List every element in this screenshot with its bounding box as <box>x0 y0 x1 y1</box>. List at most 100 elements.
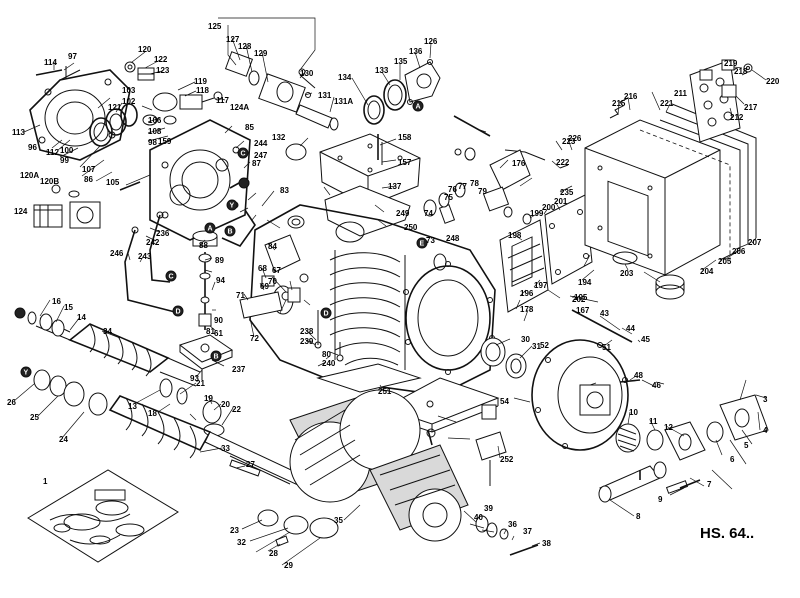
part-label: 54 <box>500 397 509 406</box>
part-label: 212 <box>730 113 744 122</box>
part-label: 200 <box>542 203 556 212</box>
part-label: 220 <box>766 77 780 86</box>
part-label: 106 <box>148 116 162 125</box>
part-label: 248 <box>446 234 460 243</box>
svg-text:C: C <box>241 151 246 158</box>
part-label: 29 <box>284 561 293 570</box>
part-label: 236 <box>156 229 170 238</box>
connection-markers: A A B B C C D D E Y Y <box>14 100 428 378</box>
part-label: 16 <box>52 297 61 306</box>
part-label: 70 <box>268 277 277 286</box>
svg-text:Y: Y <box>230 203 235 210</box>
part-label: 3 <box>763 395 768 404</box>
part-label: 218 <box>734 67 748 76</box>
part-label: 21 <box>196 379 205 388</box>
part-label: 134 <box>338 73 352 82</box>
part-label: 98 <box>148 138 157 147</box>
part-label: 38 <box>542 539 551 548</box>
part-label: 81 <box>206 327 215 336</box>
connection-marker-a <box>412 100 424 112</box>
part-label: 132 <box>272 133 286 142</box>
part-label: 197 <box>534 281 548 290</box>
part-label: 31 <box>532 342 541 351</box>
part-label: 235 <box>560 188 574 197</box>
part-label: 22 <box>232 405 241 414</box>
part-label: 23 <box>230 526 239 535</box>
oil-pipes <box>124 149 569 313</box>
part-label: 206 <box>732 247 746 256</box>
svg-text:D: D <box>176 309 181 316</box>
part-label: 178 <box>520 305 534 314</box>
part-label: 14 <box>77 313 86 322</box>
part-label: 27 <box>246 460 255 469</box>
connection-marker-d <box>172 305 184 317</box>
connection-marker-d <box>320 307 332 319</box>
part-label: 96 <box>28 143 37 152</box>
part-artwork <box>15 51 769 563</box>
part-label: 32 <box>237 538 246 547</box>
part-label: 133 <box>375 66 389 75</box>
part-label: 103 <box>122 86 136 95</box>
part-label: 119 <box>194 77 207 86</box>
part-label: 86 <box>84 175 93 184</box>
part-label: 61 <box>214 329 223 338</box>
part-label: 73 <box>426 236 435 245</box>
part-label: 44 <box>626 324 635 333</box>
connection-marker-b <box>210 350 222 362</box>
part-label: 240 <box>322 359 336 368</box>
part-label: 93 <box>190 374 199 383</box>
part-label: 244 <box>254 139 268 148</box>
part-label: 34 <box>103 327 112 336</box>
part-label: 127 <box>226 35 240 44</box>
slide-valve-indicator <box>178 230 234 380</box>
part-label: 201 <box>554 197 568 206</box>
part-label: 198 <box>508 231 522 240</box>
connection-marker-c <box>237 147 249 159</box>
part-label: 36 <box>508 520 517 529</box>
part-label: 25 <box>30 413 39 422</box>
female-rotor-and-shaft <box>33 369 339 547</box>
part-label: 39 <box>484 504 493 513</box>
part-label: 71 <box>236 291 245 300</box>
part-label: 247 <box>254 151 268 160</box>
part-label: 202 <box>572 295 586 304</box>
part-label: 216 <box>624 92 638 101</box>
part-label: 167 <box>576 306 590 315</box>
part-label: 87 <box>252 159 261 168</box>
svg-text:A: A <box>416 104 421 111</box>
part-label: 125 <box>208 22 222 31</box>
part-label: 20 <box>221 400 230 409</box>
svg-text:E: E <box>420 241 425 248</box>
part-label: 76 <box>448 185 457 194</box>
part-label: 242 <box>146 238 160 247</box>
part-label: 107 <box>82 165 96 174</box>
part-label: 74 <box>424 209 433 218</box>
check-valve-rings <box>285 59 441 161</box>
part-label: 159 <box>158 137 172 146</box>
seal-rings <box>89 103 138 147</box>
svg-text:D: D <box>324 311 329 318</box>
top-left-small-parts <box>124 61 223 126</box>
oil-injection-fittings <box>239 215 344 362</box>
part-label: 203 <box>620 269 634 278</box>
part-label: 243 <box>138 252 152 261</box>
part-label: 221 <box>660 99 674 108</box>
part-label: 30 <box>521 335 530 344</box>
part-label: 176 <box>512 159 526 168</box>
part-label: 6 <box>730 455 735 464</box>
connection-marker-x <box>238 177 250 189</box>
part-label: 121 <box>108 103 122 112</box>
male-rotor <box>15 308 225 437</box>
part-label: 69 <box>260 282 269 291</box>
part-label: 79 <box>478 187 487 196</box>
part-label: 15 <box>64 303 73 312</box>
part-label: 194 <box>578 278 592 287</box>
part-label: 100 <box>60 146 74 155</box>
connection-marker-e <box>416 237 428 249</box>
part-label: 113 <box>12 128 25 137</box>
part-label: 222 <box>556 158 570 167</box>
part-label: 205 <box>718 257 732 266</box>
connection-marker-b <box>224 225 236 237</box>
part-label: 223 <box>562 137 576 146</box>
